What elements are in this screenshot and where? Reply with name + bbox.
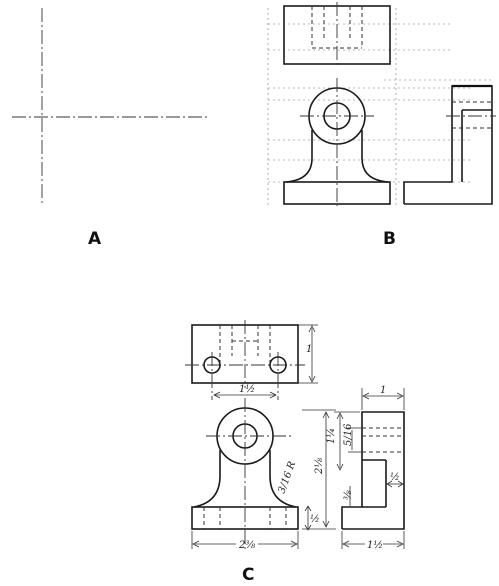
dim-hole-spacing [213,391,277,399]
dim-side-width-top [361,388,405,410]
dim-slot-width [386,480,404,488]
dim-side-width-bottom [341,531,405,549]
panel-c-side-view [341,411,405,530]
dim-fillet-radius-label: 3/16 R [276,460,298,495]
dim-base-thickness-label: ½ [310,514,320,525]
dim-overall-width [191,531,299,549]
panel-b-front-view [283,78,391,206]
panel-b-side-view [403,84,496,205]
panel-c-label: C [242,565,254,585]
dim-slot-width-label: ½ [390,472,400,483]
panel-a-centerlines [12,8,208,205]
panel-c-front-view [191,398,299,552]
panel-b-projection-lines [267,8,492,205]
dim-bore-offset [348,427,362,453]
dim-hole-spacing-label: 1½ [239,384,255,395]
panel-a-label: A [88,229,102,249]
panel-b-top-view [283,2,391,68]
dim-upper-height [334,411,360,471]
dim-overall-height-label: 2⅛ [314,458,325,475]
panel-c-top-view [185,320,305,400]
dim-upper-height-label: 1¼ [326,428,337,444]
dim-base-thickness [304,505,312,531]
dim-side-width-bottom-label: 1½ [367,540,383,551]
panel-b-label: B [383,229,396,249]
dim-overall-height [302,409,336,530]
dim-overall-width-label: 2⅜ [238,540,255,551]
dim-bore-offset-label: 5/16 [343,423,354,446]
dim-slot-depth-label: ⅜ [343,490,354,500]
dim-top-height [298,324,318,384]
dim-top-height-label: 1 [306,344,312,355]
dim-side-width-top-label: 1 [380,385,386,396]
